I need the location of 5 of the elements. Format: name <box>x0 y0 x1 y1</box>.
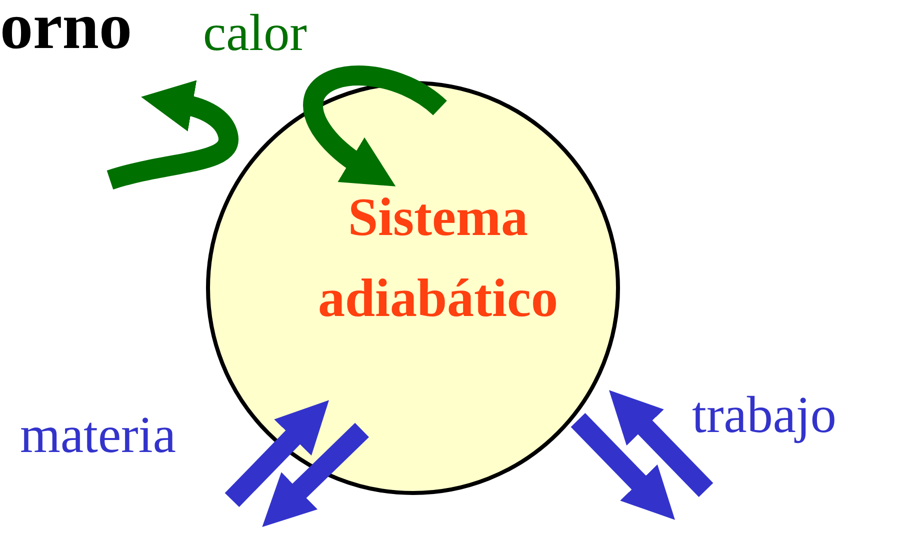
heat-label: calor <box>203 8 307 60</box>
work-label: trabajo <box>692 390 836 442</box>
heading-fragment: orno <box>0 0 132 60</box>
system-label: Sistema adiabático <box>316 186 560 330</box>
matter-label: materia <box>20 410 176 462</box>
